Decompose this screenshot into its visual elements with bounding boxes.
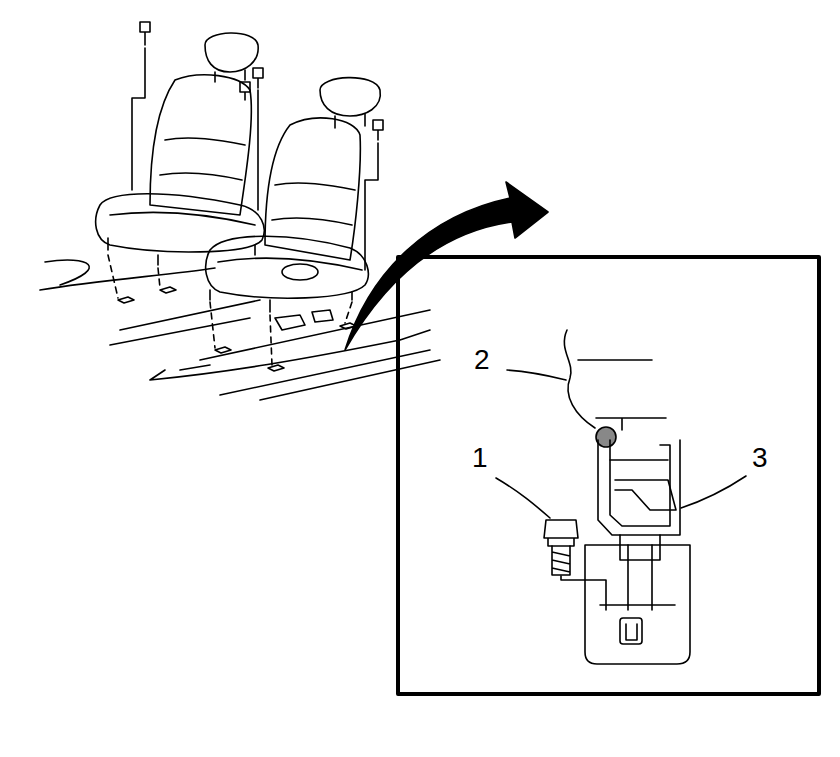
callout-number: 2 — [474, 346, 490, 374]
callout-number: 3 — [752, 444, 768, 472]
callout-number: 1 — [472, 444, 488, 472]
